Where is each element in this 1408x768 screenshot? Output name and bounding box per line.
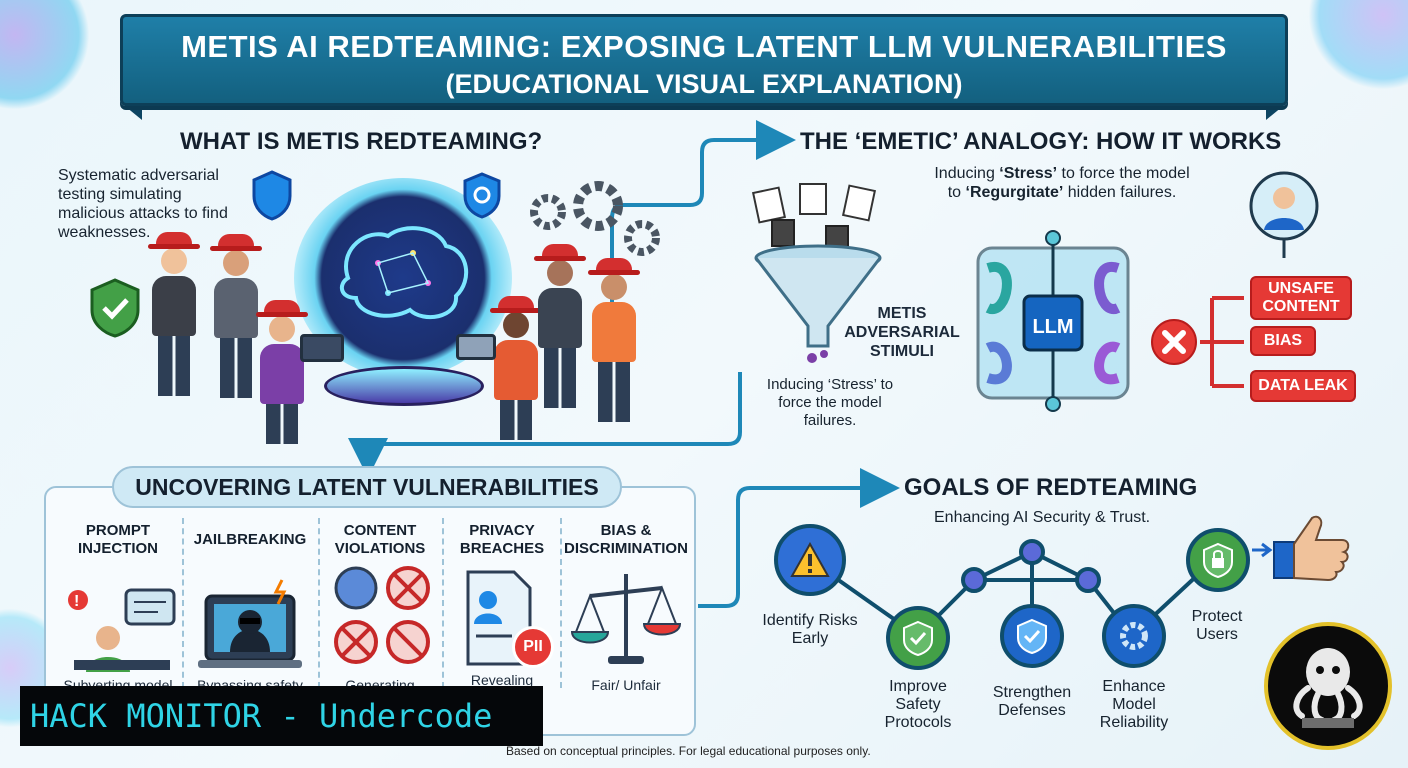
goal-protect-circle: [1186, 528, 1250, 592]
goal-defenses-circle: [1000, 604, 1064, 668]
octopus-logo-icon: [1293, 648, 1363, 728]
error-x-icon: [1151, 319, 1197, 365]
vuln-subtitle: Revealing: [470, 672, 534, 688]
vuln-jailbreaking: JAILBREAKING Bypassing safety: [186, 520, 314, 693]
thumbs-up-icon: [1273, 515, 1350, 582]
pii-badge: PII: [512, 626, 554, 668]
brain-icon: [339, 226, 469, 320]
scale-icon: [570, 574, 682, 664]
output-branches: [1200, 296, 1244, 388]
laptop-icon: [300, 334, 344, 362]
privacy-icon: PII: [442, 560, 562, 672]
divider: [442, 518, 444, 688]
funnel-icon: [751, 183, 882, 363]
laptop-icon: [456, 334, 496, 360]
goal-reliability-circle: [1102, 604, 1166, 668]
divider: [560, 518, 562, 688]
vuln-title: JAILBREAKING: [193, 531, 307, 548]
document-icon: [466, 570, 532, 666]
vuln-title: PRIVACY BREACHES: [459, 522, 545, 557]
llm-chip-label: LLM: [1032, 316, 1074, 338]
lock-icon: [1203, 542, 1233, 578]
goal-identify-circle: [774, 524, 846, 596]
arrow-right-icon: [1252, 542, 1273, 558]
goals-subheading: Enhancing AI Security & Trust.: [934, 509, 1151, 526]
gear-icon: [1120, 622, 1148, 650]
vuln-title: BIAS & DISCRIMINATION: [564, 522, 688, 557]
funnel-label: METIS ADVERSARIAL STIMULI: [844, 305, 960, 360]
shield-check-icon: [903, 620, 933, 656]
goals-node: [1019, 539, 1045, 565]
title-line-2: (EDUCATIONAL VISUAL EXPLANATION): [445, 69, 963, 99]
footer-disclaimer: Based on conceptual principles. For lega…: [506, 744, 871, 758]
goal-label-identify: Identify Risks Early: [762, 612, 858, 647]
banner-ribbon-right: [1266, 102, 1288, 120]
redteam-person-4: [490, 296, 542, 440]
what-is-description: Systematic adversarial testing simulatin…: [58, 167, 228, 241]
shield-icon: [252, 170, 292, 221]
goal-label-reliability: Enhance Model Reliability: [1099, 678, 1169, 731]
shield-gear-icon: [463, 172, 501, 219]
redteam-person-3: [256, 300, 308, 444]
shield-check-icon: [90, 278, 140, 338]
goal-safety-circle: [886, 606, 950, 670]
goals-node: [961, 567, 987, 593]
content-violation-icons: [334, 566, 430, 664]
warning-icon: [790, 542, 830, 577]
svg-text:!: !: [74, 593, 79, 610]
emetic-intro: Inducing ‘Stress’ to force the model to …: [934, 165, 1190, 201]
redteam-person-5: [534, 244, 586, 408]
goal-label-safety: Improve Safety Protocols: [884, 678, 952, 731]
hacker-icon: [198, 579, 302, 668]
gear-icon: [530, 181, 660, 256]
goals-heading: GOALS OF REDTEAMING: [904, 474, 1198, 501]
vuln-title: CONTENT VIOLATIONS: [334, 522, 426, 557]
output-data-leak: DATA LEAK: [1250, 370, 1356, 402]
goals-node: [1075, 567, 1101, 593]
vuln-bias-discrimination: BIAS & DISCRIMINATION Fair/ Unfair: [562, 520, 690, 693]
vuln-subtitle: Fair/ Unfair: [591, 677, 661, 693]
shield-check-icon: [1017, 618, 1047, 654]
redteam-person-6: [588, 258, 640, 422]
vuln-privacy-breaches: PRIVACY BREACHES PII Revealing: [438, 520, 566, 688]
banner-ribbon-left: [120, 102, 142, 120]
undercode-logo: [1264, 622, 1392, 750]
title-line-1: METIS AI REDTEAMING: EXPOSING LATENT LLM…: [181, 29, 1227, 64]
goal-label-defenses: Strengthen Defenses: [992, 684, 1072, 719]
divider: [182, 518, 184, 688]
llm-chip-icon: [976, 230, 1130, 412]
vulnerabilities-heading: UNCOVERING LATENT VULNERABILITIES: [112, 466, 622, 508]
divider: [318, 518, 320, 688]
redteam-person-2: [210, 234, 262, 398]
sick-person-icon: [1249, 171, 1319, 258]
output-bias: BIAS: [1250, 326, 1316, 356]
goal-label-protect: Protect Users: [1191, 608, 1243, 643]
arrow-to-vulnerabilities: [348, 372, 742, 478]
funnel-caption: Inducing ‘Stress’ to force the model fai…: [766, 376, 894, 429]
arrow-to-goals: [698, 468, 900, 608]
redteam-person-1: [148, 232, 200, 396]
output-unsafe-content: UNSAFE CONTENT: [1250, 276, 1352, 320]
title-banner: METIS AI REDTEAMING: EXPOSING LATENT LLM…: [120, 14, 1288, 106]
what-is-heading: WHAT IS METIS REDTEAMING?: [180, 128, 543, 155]
vuln-prompt-injection: PROMPT INJECTION ! Subverting model: [54, 520, 182, 693]
watermark-banner: HACK MONITOR - Undercode: [20, 686, 543, 746]
prompt-injection-icon: !: [68, 588, 176, 672]
emetic-heading: THE ‘EMETIC’ ANALOGY: HOW IT WORKS: [800, 128, 1282, 155]
vuln-title: PROMPT INJECTION: [77, 522, 158, 557]
vuln-content-violations: CONTENT VIOLATIONS Generating: [316, 520, 444, 693]
